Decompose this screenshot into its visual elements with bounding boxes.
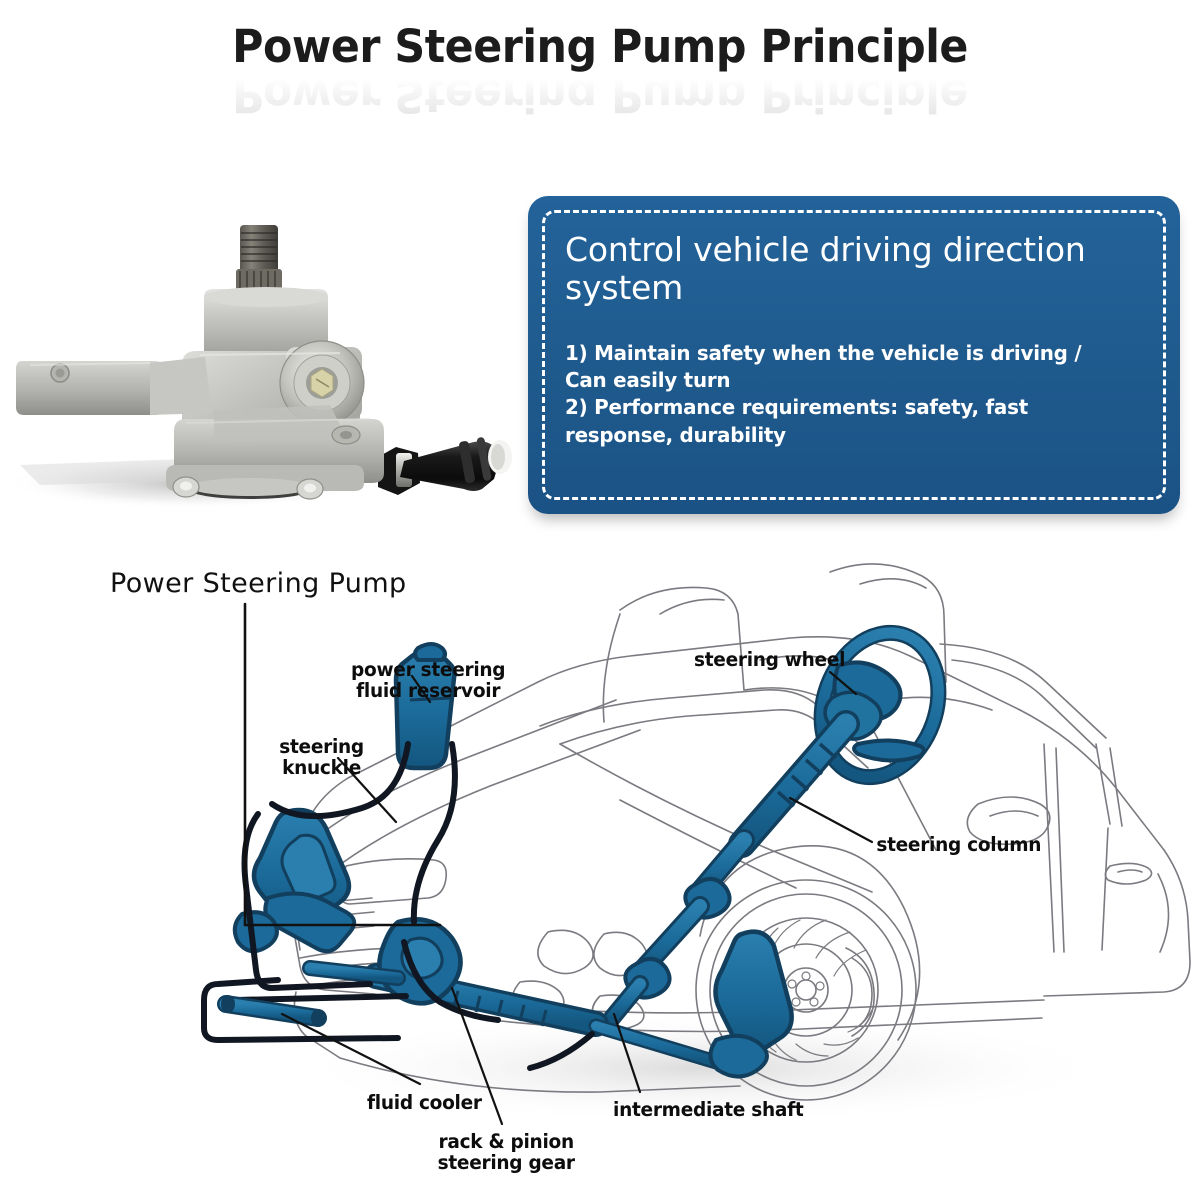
steering-wheel-part (813, 624, 947, 786)
label-rack-and-pinion: rack & pinion steering gear (437, 1130, 575, 1174)
right-knuckle-part (708, 929, 794, 1079)
steering-system-components (201, 624, 947, 1079)
label-steering-wheel: steering wheel (693, 648, 846, 671)
intermediate-shaft-part (603, 896, 710, 1027)
pump-caption-label: Power Steering Pump (110, 568, 407, 599)
pump-mounting-bolts (172, 476, 324, 500)
label-fluid-reservoir: power steering fluid reservoir (351, 658, 506, 702)
info-callout-box: Control vehicle driving direction system… (528, 196, 1180, 514)
label-steering-knuckle: steering knuckle (279, 735, 364, 779)
info-callout-inner-border: Control vehicle driving direction system… (542, 210, 1166, 500)
steering-column-part (683, 710, 860, 920)
power-steering-pump-photo (0, 165, 520, 535)
label-fluid-cooler: fluid cooler (367, 1091, 482, 1114)
steering-system-diagram (0, 548, 1200, 1200)
fluid-cooler-part (217, 995, 327, 1027)
callout-item-1: 1) Maintain safety when the vehicle is d… (565, 340, 1082, 392)
label-steering-column: steering column (876, 833, 1042, 856)
pump-pulley-boss (279, 340, 365, 426)
page-header: Power Steering Pump Principle Power Stee… (0, 20, 1200, 122)
page-title-reflection: Power Steering Pump Principle (232, 69, 968, 122)
page-title: Power Steering Pump Principle (232, 20, 968, 73)
callout-list: 1) Maintain safety when the vehicle is d… (565, 340, 1143, 450)
label-intermediate-shaft: intermediate shaft (613, 1098, 804, 1121)
pump-hose-fitting (378, 437, 512, 495)
callout-item-2: 2) Performance requirements: safety, fas… (565, 395, 1028, 447)
callout-heading: Control vehicle driving direction system (565, 230, 1086, 308)
fluid-reservoir-part (393, 642, 457, 771)
rack-and-pinion-part (302, 917, 724, 1070)
